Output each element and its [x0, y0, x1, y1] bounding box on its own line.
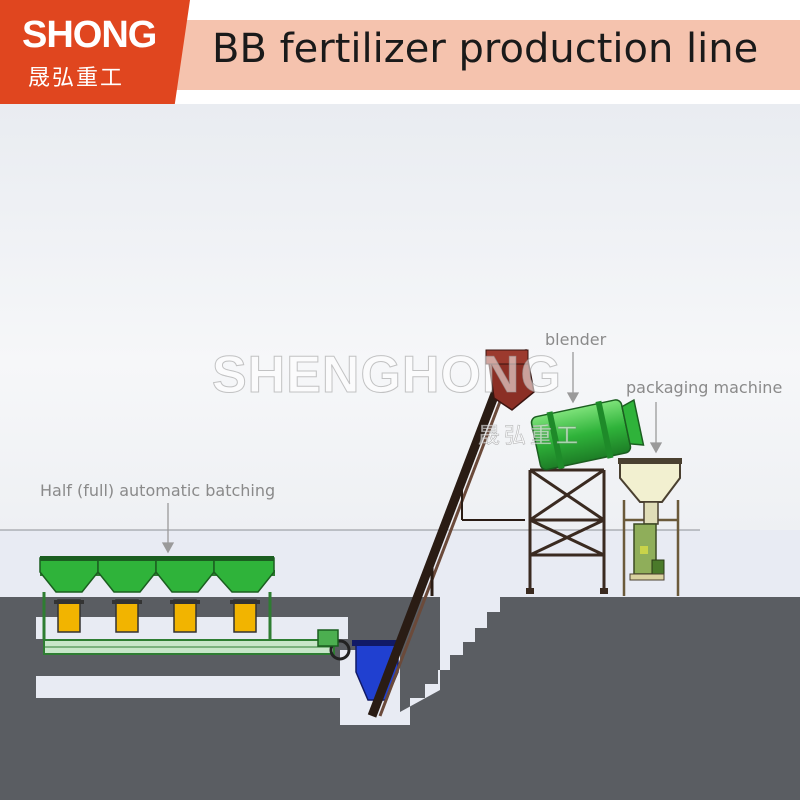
label-packaging: packaging machine: [626, 378, 783, 397]
weigher-1: [54, 599, 84, 633]
label-arrows: [161, 352, 663, 554]
batching-machines: [39, 556, 351, 661]
hopper-4: [213, 556, 275, 593]
stair-pit: [320, 597, 500, 725]
watermark-subtext: 晟弘重工: [478, 424, 583, 450]
watermark-text: SHENGHONG: [212, 346, 562, 405]
blender-drum: [530, 398, 645, 471]
logo-subtext: 晟弘重工: [28, 66, 125, 91]
page-title: BB fertilizer production line: [212, 26, 759, 72]
blender-stand: [528, 468, 606, 590]
brand-logo: SHONG 晟弘重工: [0, 0, 190, 104]
inclined-conveyor: [367, 349, 535, 718]
weigher-4: [230, 599, 260, 633]
packaging-machine: [618, 458, 682, 596]
label-blender: blender: [545, 330, 607, 349]
pit-channel-lower: [36, 676, 348, 698]
weigher-3: [170, 599, 200, 633]
conveyor-drive-wheel: [329, 639, 351, 661]
label-batching: Half (full) automatic batching: [40, 481, 276, 500]
blender: [526, 398, 645, 594]
weigher-2: [112, 599, 142, 633]
logo-text: SHONG: [22, 14, 157, 56]
